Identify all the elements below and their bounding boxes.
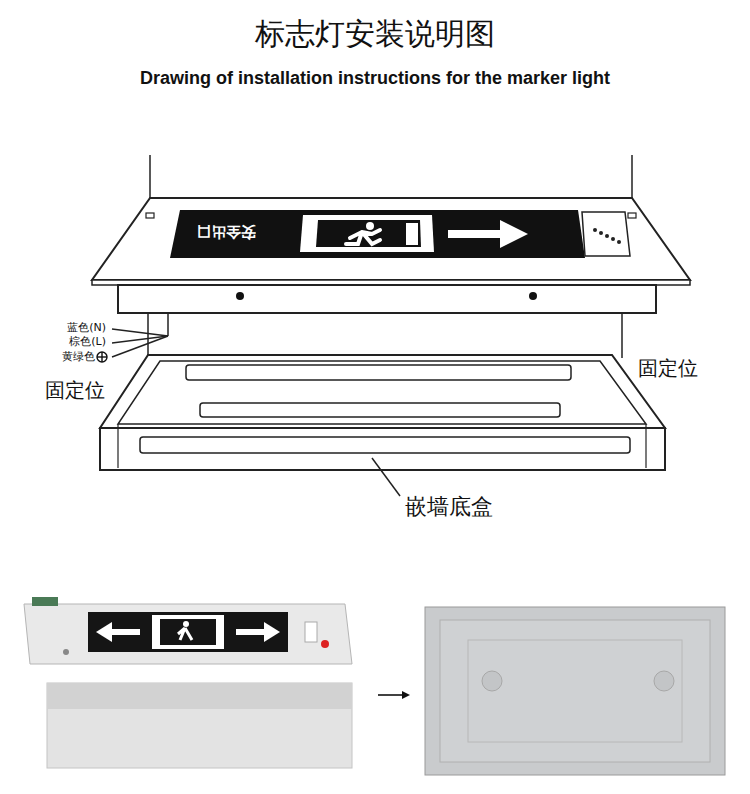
wall-box <box>118 361 646 424</box>
sign-photo <box>108 629 140 635</box>
sign-panel <box>406 223 418 245</box>
title: 标志灯安装说明图 <box>0 16 750 52</box>
sign-photo <box>183 621 189 627</box>
fixing-line <box>147 313 149 356</box>
sign-panel <box>170 210 585 258</box>
arrow-symbol <box>378 694 402 696</box>
sign-body <box>236 292 244 300</box>
sign-panel <box>366 222 374 230</box>
power-wire <box>112 336 168 357</box>
fixing-label: 固定位 <box>45 378 105 402</box>
indicator-panel <box>605 234 609 238</box>
metal-box-photo <box>440 620 710 762</box>
sign-photo <box>160 619 216 645</box>
indicator-panel <box>617 240 621 244</box>
indicator-panel <box>611 237 615 241</box>
sign-plate <box>146 213 154 218</box>
ground-symbol <box>97 352 107 362</box>
sign-panel <box>500 220 528 248</box>
leader-line <box>372 458 400 496</box>
indicator-panel <box>582 212 630 256</box>
power-wire <box>112 313 168 357</box>
sign-photo <box>178 628 192 640</box>
wall-box <box>100 355 665 428</box>
box-photo <box>47 683 352 709</box>
sign-photo <box>236 629 268 635</box>
fixing-line <box>148 313 622 358</box>
sign-panel <box>346 230 380 244</box>
wall-box <box>645 424 646 468</box>
fixing-line <box>621 313 623 358</box>
sign-photo <box>24 604 352 664</box>
sign-text: 安全出口 <box>196 223 256 241</box>
part-label: 嵌墙底盒 <box>405 494 493 520</box>
box-photo <box>47 683 352 768</box>
sign-panel <box>300 215 434 252</box>
sign-photo <box>321 640 329 648</box>
power-wire <box>112 329 168 336</box>
wire-label: 棕色(L) <box>69 335 106 348</box>
wall-box <box>100 428 665 470</box>
sign-photo <box>24 597 352 664</box>
sign-photo <box>96 622 112 642</box>
sign-photo <box>63 649 69 655</box>
subtitle: Drawing of installation instructions for… <box>0 68 750 90</box>
indicator-panel <box>593 228 597 232</box>
box-photo <box>47 683 352 768</box>
sign-panel <box>448 230 506 238</box>
metal-box-photo <box>425 607 725 775</box>
metal-box-photo <box>482 671 502 691</box>
power-wire <box>167 313 169 336</box>
fixing-label: 固定位 <box>638 356 698 380</box>
wall-box <box>100 355 665 470</box>
metal-box-photo <box>425 607 725 775</box>
metal-box-photo <box>468 640 682 742</box>
indicator-panel <box>582 212 630 256</box>
ground-symbol <box>101 352 102 362</box>
metal-box-photo <box>654 671 674 691</box>
wall-box <box>140 437 630 453</box>
sign-plate <box>92 198 690 285</box>
sign-body <box>118 285 656 313</box>
sign-photo <box>88 612 288 652</box>
sign-body <box>118 285 656 313</box>
arrow-symbol <box>378 691 410 699</box>
indicator-panel <box>599 231 603 235</box>
arrow-symbol <box>402 691 410 699</box>
sign-plate <box>628 213 636 218</box>
wall-box <box>200 403 560 417</box>
wire-label: 黄绿色 <box>62 350 95 363</box>
ground-symbol <box>97 352 107 362</box>
sign-panel <box>170 210 585 258</box>
wall-box <box>186 365 571 380</box>
wire-label: 蓝色(N) <box>67 321 106 334</box>
sign-photo <box>152 615 224 649</box>
sign-photo <box>264 622 280 642</box>
sign-photo <box>305 622 317 642</box>
sign-plate <box>92 198 690 280</box>
sign-body <box>529 292 537 300</box>
sign-panel <box>316 220 421 247</box>
sign-photo <box>32 597 58 606</box>
wall-box <box>117 424 118 468</box>
leader-line <box>372 458 400 496</box>
